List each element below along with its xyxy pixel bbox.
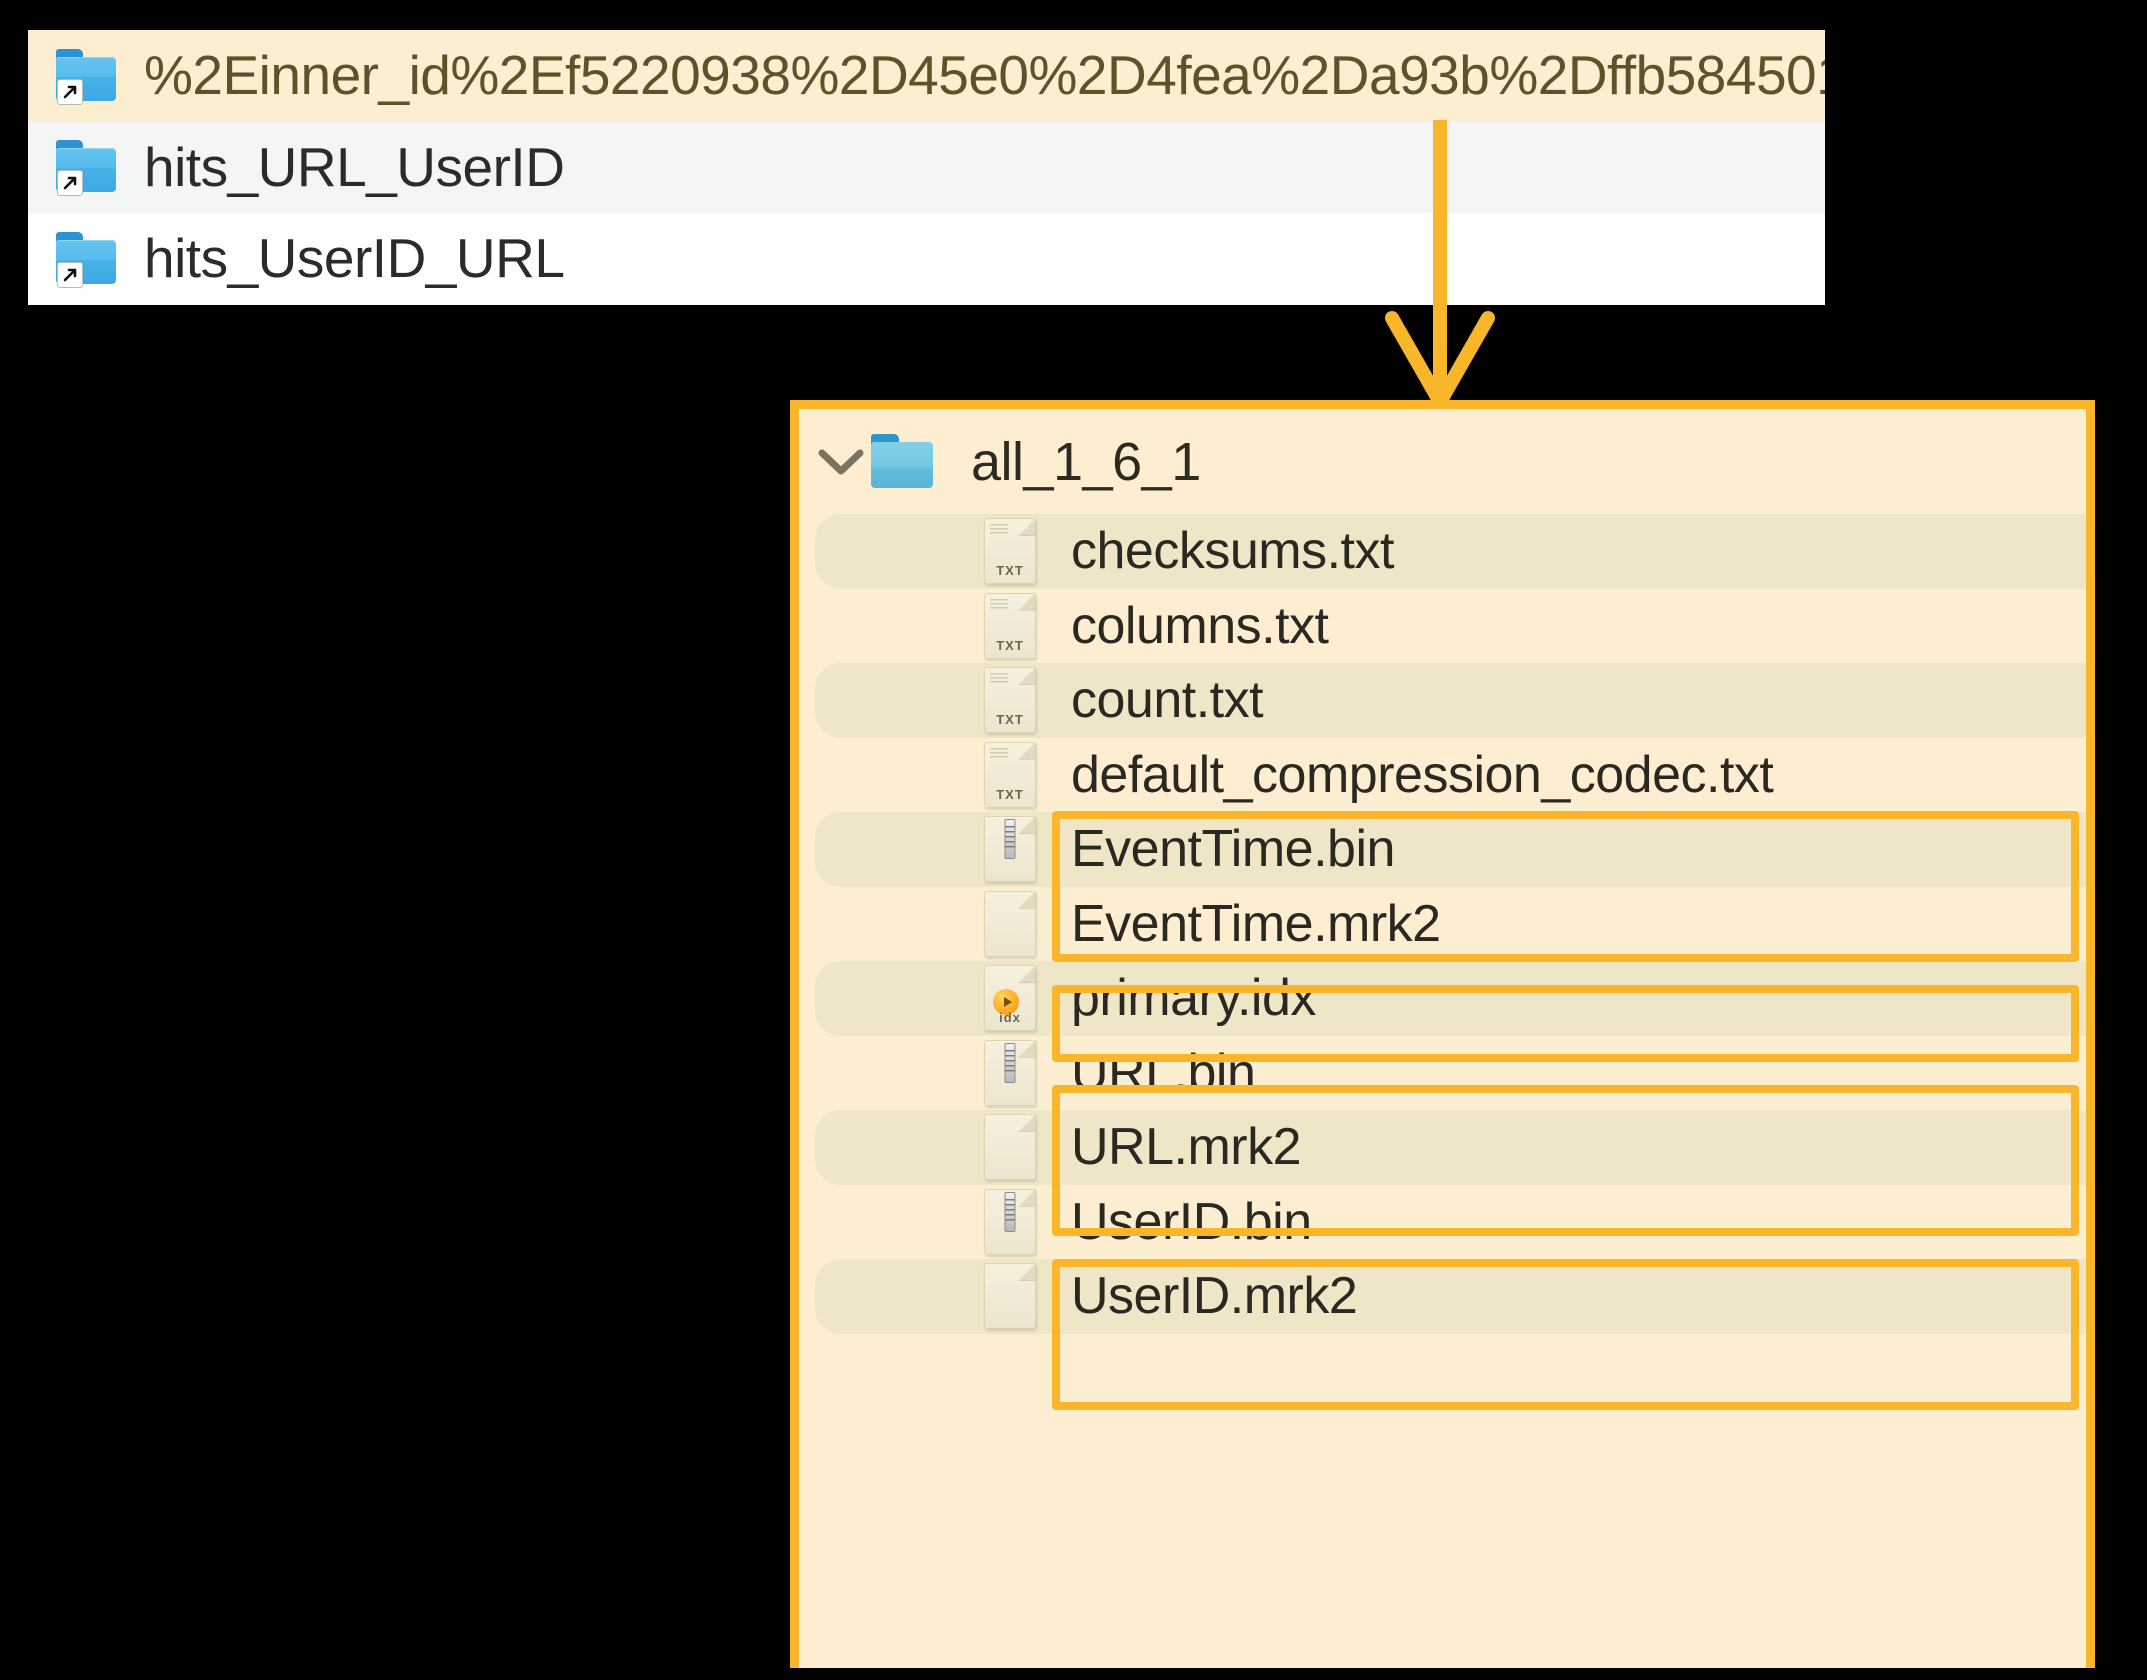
chevron-down-icon[interactable] bbox=[815, 446, 867, 478]
file-name: UserID.mrk2 bbox=[1071, 1267, 1358, 1326]
list-item[interactable]: hits_URL_UserID bbox=[28, 121, 1825, 214]
list-item[interactable]: TXT columns.txt bbox=[799, 589, 2086, 664]
list-item[interactable]: idx primary.idx bbox=[799, 961, 2086, 1036]
folder-symlink-icon bbox=[56, 140, 118, 197]
bin-file-icon bbox=[979, 1188, 1041, 1255]
list-item[interactable]: UserID.bin bbox=[799, 1185, 2086, 1260]
symlink-name: hits_URL_UserID bbox=[144, 135, 565, 198]
txt-file-icon: TXT bbox=[979, 592, 1041, 659]
folder-symlink-icon bbox=[56, 48, 118, 105]
list-item[interactable]: TXT checksums.txt bbox=[799, 514, 2086, 589]
file-name: URL.mrk2 bbox=[1071, 1118, 1302, 1177]
file-name: primary.idx bbox=[1071, 969, 1316, 1028]
file-list: TXT checksums.txt TXT columns.txt TXT bbox=[799, 514, 2086, 1334]
file-name: columns.txt bbox=[1071, 596, 1329, 655]
file-name: UserID.bin bbox=[1071, 1192, 1312, 1251]
list-item[interactable]: %2Einner_id%2Ef5220938%2D45e0%2D4fea%2Da… bbox=[28, 30, 1825, 122]
txt-file-icon: TXT bbox=[979, 741, 1041, 808]
list-item[interactable]: EventTime.mrk2 bbox=[799, 887, 2086, 962]
file-name: count.txt bbox=[1071, 671, 1264, 730]
file-name: default_compression_codec.txt bbox=[1071, 745, 1774, 804]
txt-file-icon: TXT bbox=[979, 518, 1041, 585]
bin-file-icon bbox=[979, 816, 1041, 883]
folder-icon bbox=[869, 433, 935, 490]
symlink-name: hits_UserID_URL bbox=[144, 227, 565, 290]
list-item[interactable]: TXT default_compression_codec.txt bbox=[799, 738, 2086, 813]
part-directory-panel: all_1_6_1 TXT checksums.txt TXT columns.… bbox=[790, 400, 2095, 1668]
list-item[interactable]: hits_UserID_URL bbox=[28, 213, 1825, 305]
list-item[interactable]: UserID.mrk2 bbox=[799, 1259, 2086, 1334]
part-directory-header[interactable]: all_1_6_1 bbox=[799, 409, 2086, 514]
list-item[interactable]: TXT count.txt bbox=[799, 663, 2086, 738]
symlink-folder-list: %2Einner_id%2Ef5220938%2D45e0%2D4fea%2Da… bbox=[28, 30, 1825, 305]
down-arrow-icon bbox=[1330, 120, 1550, 410]
file-name: checksums.txt bbox=[1071, 522, 1394, 581]
blank-file-icon bbox=[979, 890, 1041, 957]
txt-file-icon: TXT bbox=[979, 667, 1041, 734]
file-name: EventTime.bin bbox=[1071, 820, 1395, 879]
bin-file-icon bbox=[979, 1039, 1041, 1106]
file-name: URL.bin bbox=[1071, 1043, 1256, 1102]
file-name: EventTime.mrk2 bbox=[1071, 894, 1441, 953]
part-directory-name: all_1_6_1 bbox=[971, 431, 1201, 492]
blank-file-icon bbox=[979, 1263, 1041, 1330]
list-item[interactable]: EventTime.bin bbox=[799, 812, 2086, 887]
symlink-name: %2Einner_id%2Ef5220938%2D45e0%2D4fea%2Da… bbox=[144, 44, 1825, 107]
list-item[interactable]: URL.bin bbox=[799, 1036, 2086, 1111]
blank-file-icon bbox=[979, 1114, 1041, 1181]
folder-symlink-icon bbox=[56, 231, 118, 288]
list-item[interactable]: URL.mrk2 bbox=[799, 1110, 2086, 1185]
idx-file-icon: idx bbox=[979, 965, 1041, 1032]
